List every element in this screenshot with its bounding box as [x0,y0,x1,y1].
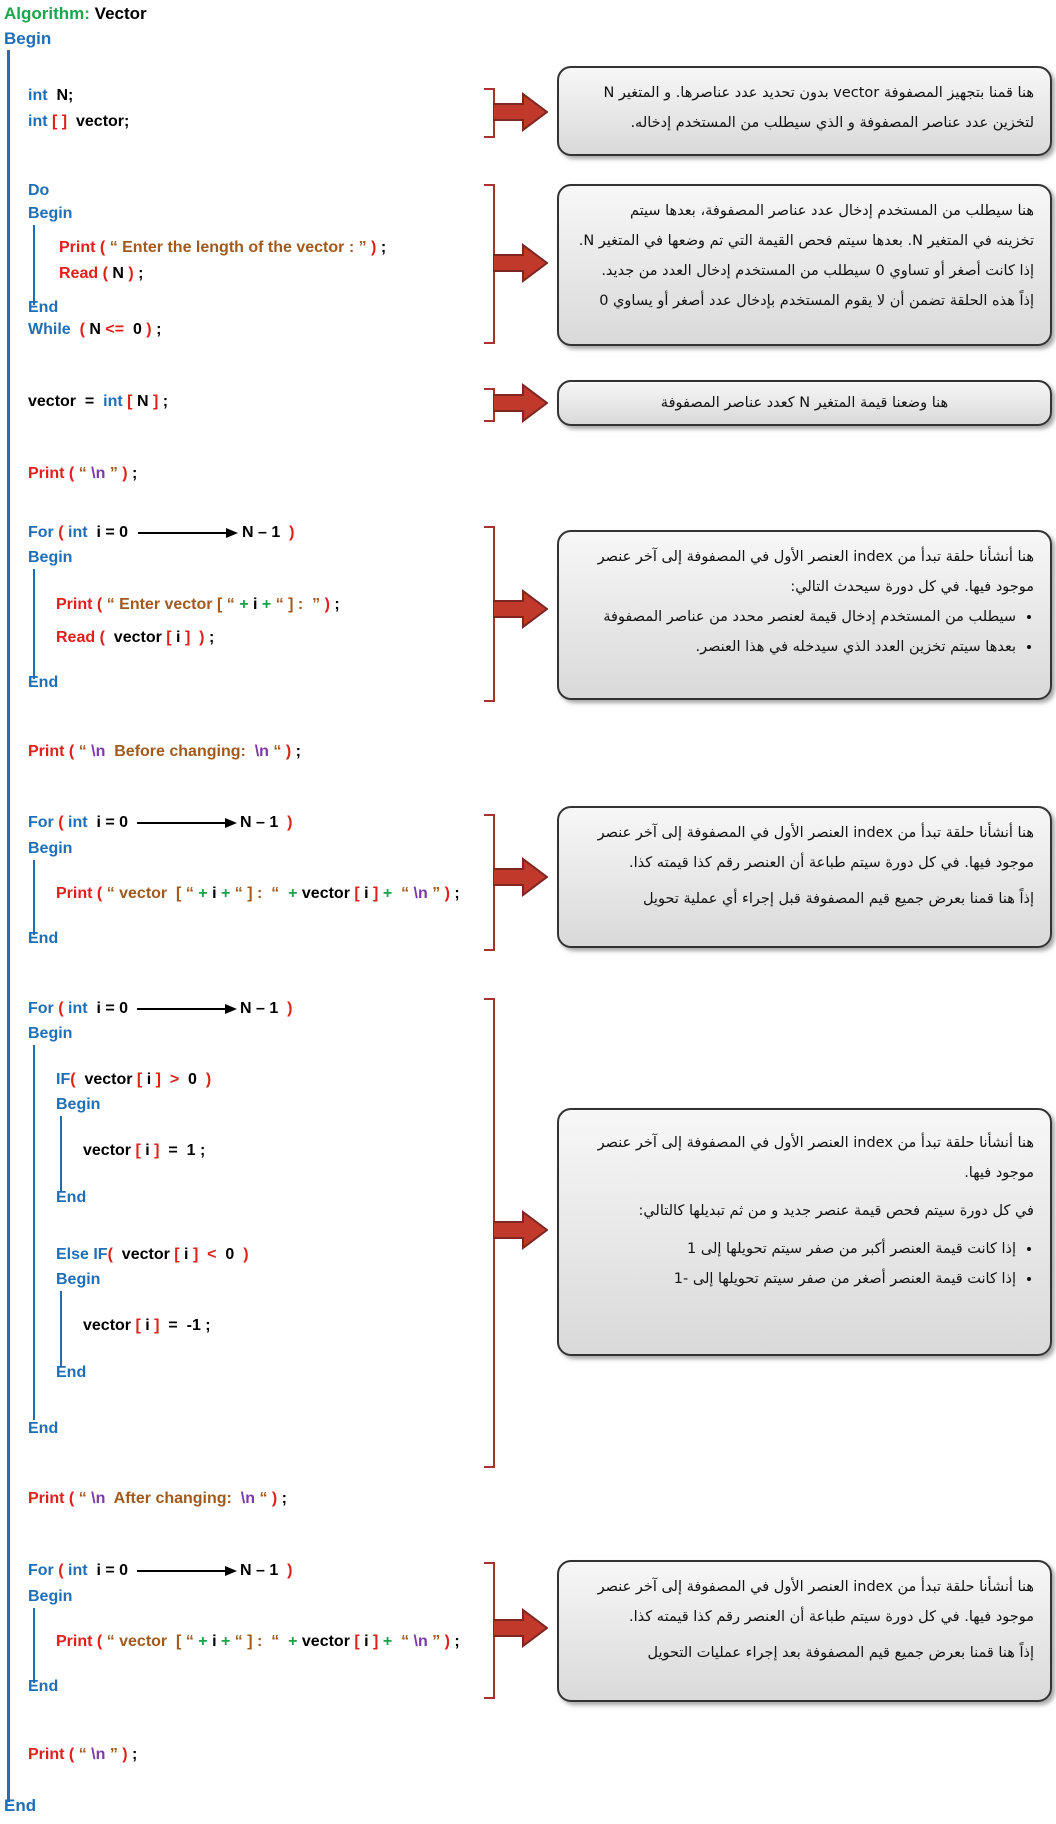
note-bullet-list: سيطلب من المستخدم إدخال قيمة لعنصر محدد … [575,602,1034,662]
outer-end: End [4,1796,37,1815]
note-bullet: إذا كانت قيمة العنصر أصغر من صفر سيتم تح… [575,1264,1016,1294]
range-arrow-icon [137,1004,237,1014]
for-print-before-begin: Begin [28,840,73,857]
for-transform-block-line [33,1045,35,1420]
if-block-line [60,1116,62,1191]
assign-minus-one: vector [ i ] = -1 ; [83,1317,211,1334]
for-loop-input: For ( int i = 0 [28,524,129,541]
else-if-begin: Begin [56,1271,101,1288]
note-vector-size: هنا وضعنا قيمة المتغير N كعدد عناصر المص… [557,380,1052,426]
for-range-end: N – 1 ) [240,1000,293,1017]
for-input-block-line [33,569,35,679]
for-print-after-block-line [33,1608,35,1683]
note-line: موجود فيها. في كل دورة سيتم طباعة أن الع… [629,855,1034,871]
for-input-begin: Begin [28,549,73,566]
for-transform-begin: Begin [28,1025,73,1042]
outer-begin: Begin [4,29,52,48]
arrow-right-icon [493,857,548,897]
note-line: إذا كانت أصغر أو تساوي 0 سيطلب من المستخ… [601,263,1034,279]
read-vector-i: Read ( vector [ i ] ) ; [56,629,215,646]
range-arrow-icon [137,1566,237,1576]
note-line: إذاً هنا قمنا بعرض جميع قيم المصفوفة قبل… [642,891,1034,907]
for-range-end: N – 1 ) [240,1562,293,1579]
for-print-after-begin: Begin [28,1588,73,1605]
note-do-while: هنا سيطلب من المستخدم إدخال عدد عناصر ال… [557,184,1052,346]
for-loop-print-before: For ( int i = 0 [28,814,129,831]
print-newline-2: Print ( “ \n ” ) ; [28,1746,138,1763]
do-end: End [28,299,59,316]
vector-assign: vector = int [ N ] ; [28,393,169,410]
arrow-right-icon [493,383,548,423]
note-transform: هنا أنشأنا حلقة تبدأ من index العنصر الأ… [557,1108,1052,1356]
note-line: في كل دورة سيتم فحص قيمة عنصر جديد و من … [638,1203,1034,1219]
for-loop-transform: For ( int i = 0 [28,1000,129,1017]
note-print-after: هنا أنشأنا حلقة تبدأ من index العنصر الأ… [557,1560,1052,1702]
print-enter-vector: Print ( “ Enter vector [ “ + i + “ ] : ”… [56,596,340,613]
range-arrow-icon [137,818,237,828]
algorithm-label: Algorithm: [4,4,90,23]
print-newline-1: Print ( “ \n ” ) ; [28,465,138,482]
note-line: إذاً هذه الحلقة تضمن أن لا يقوم المستخدم… [599,293,1034,309]
for-print-before-block-line [33,860,35,935]
arrow-right-icon [493,589,548,629]
if-begin: Begin [56,1096,101,1113]
decl-int-vector: int [ ] vector; [28,113,130,130]
decl-int-n: int N; [28,87,74,104]
note-bullet-list: إذا كانت قيمة العنصر أكبر من صفر سيتم تح… [575,1234,1034,1294]
do-block-line [33,225,35,305]
note-print-before: هنا أنشأنا حلقة تبدأ من index العنصر الأ… [557,806,1052,948]
do-begin: Begin [28,205,73,222]
range-arrow-icon [138,528,238,538]
print-before-changing: Print ( “ \n Before changing: \n “ ) ; [28,743,301,760]
else-if-block-line [60,1291,62,1366]
note-bullet: سيطلب من المستخدم إدخال قيمة لعنصر محدد … [575,602,1016,632]
note-declaration: هنا قمنا بتجهيز المصفوفة vector بدون تحد… [557,66,1052,156]
assign-one: vector [ i ] = 1 ; [83,1142,206,1159]
note-line: تخزينه في المتغير N. بعدها سيتم فحص القي… [578,233,1034,249]
note-line: موجود فيها. في كل دورة سيحدث التالي: [790,579,1034,595]
do-keyword: Do [28,182,50,199]
for-transform-end: End [28,1420,59,1437]
for-range-end: N – 1 ) [242,524,295,541]
while-condition: While ( N <= 0 ) ; [28,321,162,338]
note-input-loop: هنا أنشأنا حلقة تبدأ من index العنصر الأ… [557,530,1052,700]
for-print-before-end: End [28,930,59,947]
for-range-end: N – 1 ) [240,814,293,831]
algorithm-header: Algorithm: Vector [4,4,147,24]
algorithm-name: Vector [94,4,147,23]
note-line: إذاً هنا قمنا بعرض جميع قيم المصفوفة بعد… [647,1645,1035,1661]
note-line: لتخزين عدد عناصر المصفوفة و الذي سيطلب م… [630,115,1034,131]
note-bullet: إذا كانت قيمة العنصر أكبر من صفر سيتم تح… [575,1234,1016,1264]
else-if-end: End [56,1364,87,1381]
else-if-negative: Else IF( vector [ i ] < 0 ) [56,1246,249,1263]
note-line: هنا وضعنا قيمة المتغير N كعدد عناصر المص… [660,395,949,411]
print-vector-after: Print ( “ vector [ “ + i + “ ] : “ + vec… [56,1633,460,1650]
note-line: هنا أنشأنا حلقة تبدأ من index العنصر الأ… [597,1135,1034,1151]
note-line: موجود فيها. [964,1165,1034,1181]
note-line: هنا أنشأنا حلقة تبدأ من index العنصر الأ… [597,1579,1034,1595]
arrow-right-icon [493,1210,548,1250]
for-input-end: End [28,674,59,691]
if-end: End [56,1189,87,1206]
read-n: Read ( N ) ; [59,265,144,282]
note-line: هنا قمنا بتجهيز المصفوفة vector بدون تحد… [603,85,1034,101]
arrow-right-icon [493,92,548,132]
print-after-changing: Print ( “ \n After changing: \n “ ) ; [28,1490,287,1507]
arrow-right-icon [493,1608,548,1648]
print-vector-before: Print ( “ vector [ “ + i + “ ] : “ + vec… [56,885,460,902]
if-positive: IF( vector [ i ] > 0 ) [56,1071,212,1088]
note-line: هنا سيطلب من المستخدم إدخال عدد عناصر ال… [629,203,1034,219]
note-line: موجود فيها. في كل دورة سيتم طباعة أن الع… [629,1609,1034,1625]
note-line: هنا أنشأنا حلقة تبدأ من index العنصر الأ… [597,825,1034,841]
for-loop-print-after: For ( int i = 0 [28,1562,129,1579]
note-bullet: بعدها سيتم تخزين العدد الذي سيدخله في هذ… [575,632,1017,662]
outer-block-line [7,50,10,1802]
arrow-right-icon [493,243,548,283]
print-enter-length: Print ( “ Enter the length of the vector… [59,239,387,256]
note-line: هنا أنشأنا حلقة تبدأ من index العنصر الأ… [597,549,1034,565]
for-print-after-end: End [28,1678,59,1695]
